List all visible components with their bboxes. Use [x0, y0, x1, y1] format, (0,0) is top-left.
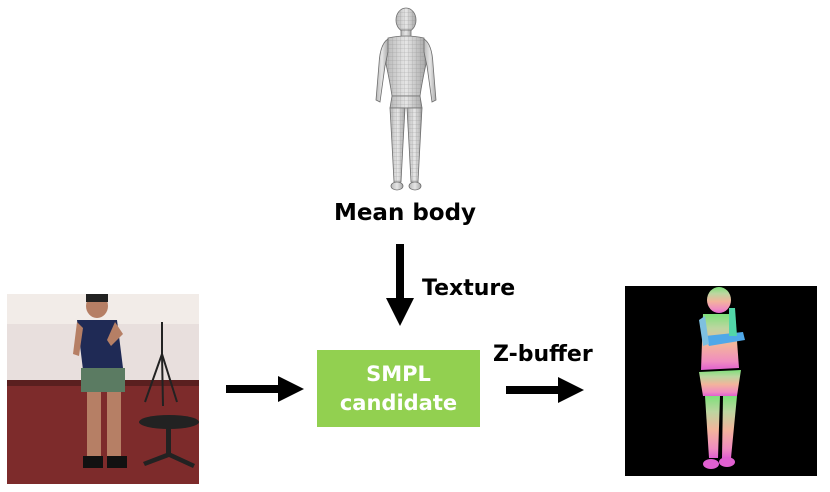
input-photo-image	[7, 294, 199, 484]
smpl-candidate-box: SMPL candidate	[317, 350, 480, 427]
down-arrow-icon	[386, 244, 414, 326]
right-arrow-icon	[506, 377, 584, 403]
mean-body-label: Mean body	[333, 200, 477, 226]
smpl-box-line1: SMPL	[366, 361, 431, 386]
smpl-box-line2: candidate	[339, 390, 458, 415]
output-render-image	[625, 286, 817, 476]
right-arrow-icon	[226, 376, 304, 402]
texture-label: Texture	[422, 276, 516, 301]
mean-body-mesh-image	[375, 7, 437, 191]
z-buffer-label: Z-buffer	[493, 342, 593, 367]
